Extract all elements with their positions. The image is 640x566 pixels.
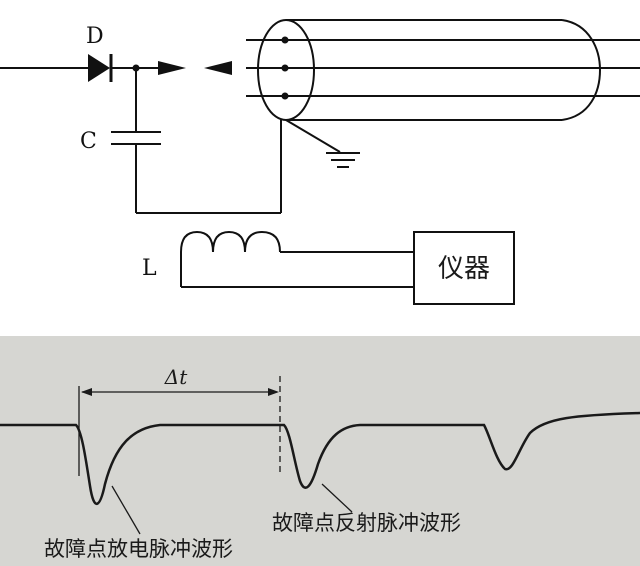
diode-label: D [86,24,104,49]
reflection-caption: 故障点反射脉冲波形 [272,511,461,535]
interval-label: Δt [164,365,188,389]
waveform-svg: Δt 故障点放电脉冲波形 故障点反射脉冲波形 [0,365,640,561]
incoming-arrow [204,61,232,75]
ground-wire [285,119,341,153]
capacitor-label: C [80,129,97,154]
diode-symbol [88,54,140,82]
discharge-caption: 故障点放电脉冲波形 [44,537,233,561]
conductor-dot-1 [281,36,289,44]
waveform-photo: Δt 故障点放电脉冲波形 故障点反射脉冲波形 [0,336,640,566]
cable-far-end [561,19,602,121]
inductor-coil [180,230,414,288]
outgoing-arrow [158,61,186,75]
inductor-label: L [142,256,157,281]
circuit-diagram: D C L 仪器 [0,19,640,305]
waveform-trace [0,411,640,505]
interval-arrow-left [81,388,92,396]
conductor-dot-3 [281,92,289,100]
circuit-svg: D C L 仪器 [0,19,640,305]
interval-arrow-right [268,388,279,396]
conductor-dot-2 [281,64,289,72]
instrument-label: 仪器 [438,254,490,284]
reflection-leader [321,483,353,513]
discharge-leader [111,485,141,535]
instrument-box [413,231,515,305]
